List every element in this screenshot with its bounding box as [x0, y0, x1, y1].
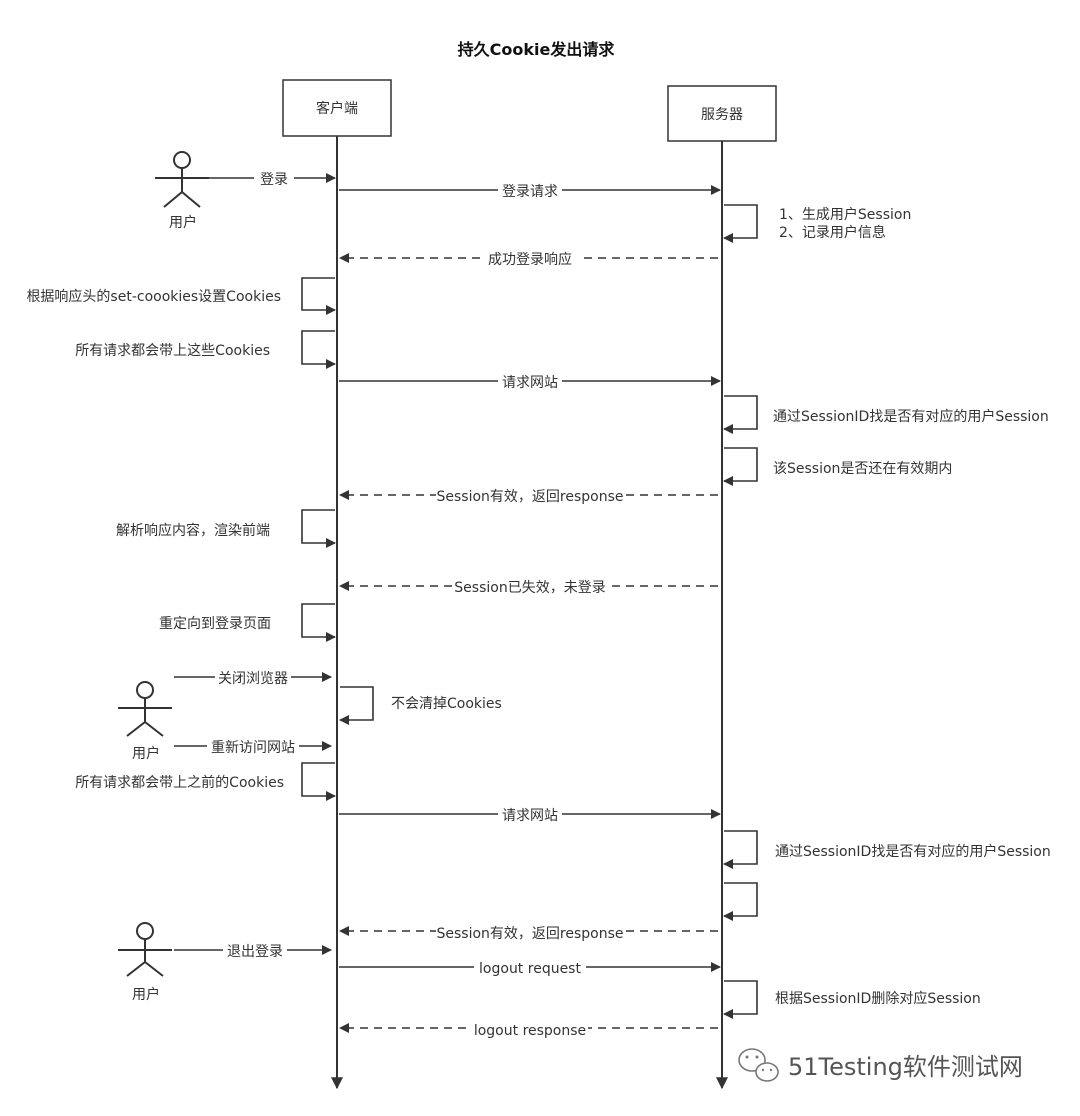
note-client-set-cookies: 根据响应头的set-coookies设置Cookies [26, 288, 281, 305]
participant-server-label: 服务器 [701, 107, 743, 123]
msg-revisit-site-label: 重新访问网站 [211, 740, 295, 756]
participant-server: 服务器 [667, 85, 777, 142]
note-server-find-session-1: 通过SessionID找是否有对应的用户Session [773, 408, 1049, 425]
msg-session-expired-label: Session已失效，未登录 [454, 580, 605, 596]
server-self-find-session-2 [723, 830, 758, 869]
client-self-carry-cookies [301, 330, 336, 369]
note-client-redirect-login: 重定向到登录页面 [159, 616, 271, 632]
msg-logout-label: 退出登录 [227, 944, 283, 960]
note-server-record-info: 2、记录用户信息 [779, 224, 886, 241]
user-actor-2 [118, 681, 172, 737]
msg-login-request-label: 登录请求 [502, 184, 558, 200]
note-server-find-session-2: 通过SessionID找是否有对应的用户Session [775, 843, 1051, 860]
client-self-parse-render [301, 509, 336, 548]
client-self-carry-prev-cookies [301, 762, 336, 801]
note-client-not-clear-cookies: 不会清掉Cookies [391, 696, 502, 712]
note-client-parse-render: 解析响应内容，渲染前端 [116, 522, 270, 539]
note-server-session-period: 该Session是否还在有效期内 [773, 461, 952, 477]
client-self-not-clear-cookies [339, 686, 374, 725]
watermark: 51Testing软件测试网 [788, 1053, 1023, 1081]
client-self-set-cookies [301, 277, 336, 315]
user-actor-3-label: 用户 [132, 986, 160, 1003]
user-actor-2-label: 用户 [132, 745, 160, 762]
user-actor-1 [155, 151, 209, 208]
server-self-session-period [723, 447, 758, 486]
msg-request-site-2-label: 请求网站 [502, 808, 558, 824]
msg-session-valid-2-label: Session有效，返回response [436, 926, 623, 942]
msg-logout-response-label: logout response [474, 1023, 586, 1039]
msg-session-valid-1-label: Session有效，返回response [436, 489, 623, 505]
participant-client: 客户端 [282, 79, 392, 137]
user-actor-3 [118, 922, 172, 977]
msg-logout-request-label: logout request [479, 961, 581, 977]
server-self-gen-session [723, 204, 758, 243]
diagram-title: 持久Cookie发出请求 [458, 40, 616, 59]
note-server-delete-session: 根据SessionID删除对应Session [775, 990, 981, 1007]
server-self-delete-session [723, 980, 758, 1019]
msg-close-browser-label: 关闭浏览器 [218, 671, 288, 687]
msg-success-response-label: 成功登录响应 [488, 251, 572, 268]
participant-client-label: 客户端 [316, 100, 358, 117]
msg-request-site-1-label: 请求网站 [502, 375, 558, 391]
msg-login-label: 登录 [260, 172, 288, 188]
server-self-unlabeled [723, 882, 758, 921]
wechat-icon [738, 1048, 779, 1082]
server-self-find-session-1 [723, 395, 758, 434]
note-server-gen-session: 1、生成用户Session [779, 206, 911, 223]
note-client-carry-prev-cookies: 所有请求都会带上之前的Cookies [75, 774, 284, 791]
user-actor-1-label: 用户 [169, 214, 197, 231]
note-client-carry-cookies: 所有请求都会带上这些Cookies [75, 342, 270, 359]
client-self-redirect-login [301, 603, 336, 642]
